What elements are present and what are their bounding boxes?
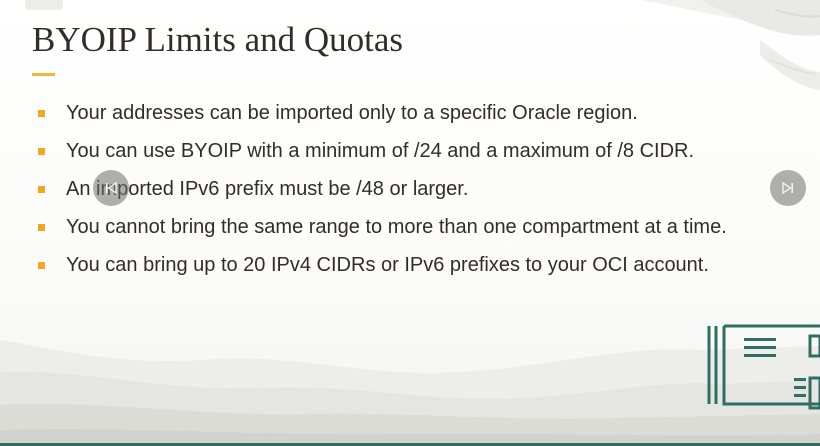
bullet-square-icon <box>38 224 45 231</box>
bullet-text: You can bring up to 20 IPv4 CIDRs or IPv… <box>66 254 709 276</box>
bullet-list: Your addresses can be imported only to a… <box>0 94 780 284</box>
bullet-text: You can use BYOIP with a minimum of /24 … <box>66 140 695 162</box>
bullet-text: You cannot bring the same range to more … <box>66 216 727 238</box>
page-title: BYOIP Limits and Quotas <box>32 20 404 59</box>
bottom-accent-bar <box>0 443 820 446</box>
list-item: You cannot bring the same range to more … <box>0 208 780 246</box>
top-tab <box>25 0 63 10</box>
bullet-square-icon <box>38 186 45 193</box>
bullet-square-icon <box>38 110 45 117</box>
bullet-text: An imported IPv6 prefix must be /48 or l… <box>66 178 469 200</box>
list-item: Your addresses can be imported only to a… <box>0 94 780 132</box>
skip-back-icon <box>106 181 117 195</box>
skip-forward-icon <box>782 181 793 195</box>
list-item: You can bring up to 20 IPv4 CIDRs or IPv… <box>0 246 780 284</box>
next-slide-button[interactable] <box>770 170 806 206</box>
list-item: You can use BYOIP with a minimum of /24 … <box>0 132 780 170</box>
title-accent-bar <box>32 73 55 76</box>
bullet-square-icon <box>38 262 45 269</box>
network-document-icon <box>707 324 820 410</box>
bullet-square-icon <box>38 148 45 155</box>
list-item: An imported IPv6 prefix must be /48 or l… <box>0 170 780 208</box>
bullet-text: Your addresses can be imported only to a… <box>66 102 638 124</box>
previous-slide-button[interactable] <box>93 170 129 206</box>
